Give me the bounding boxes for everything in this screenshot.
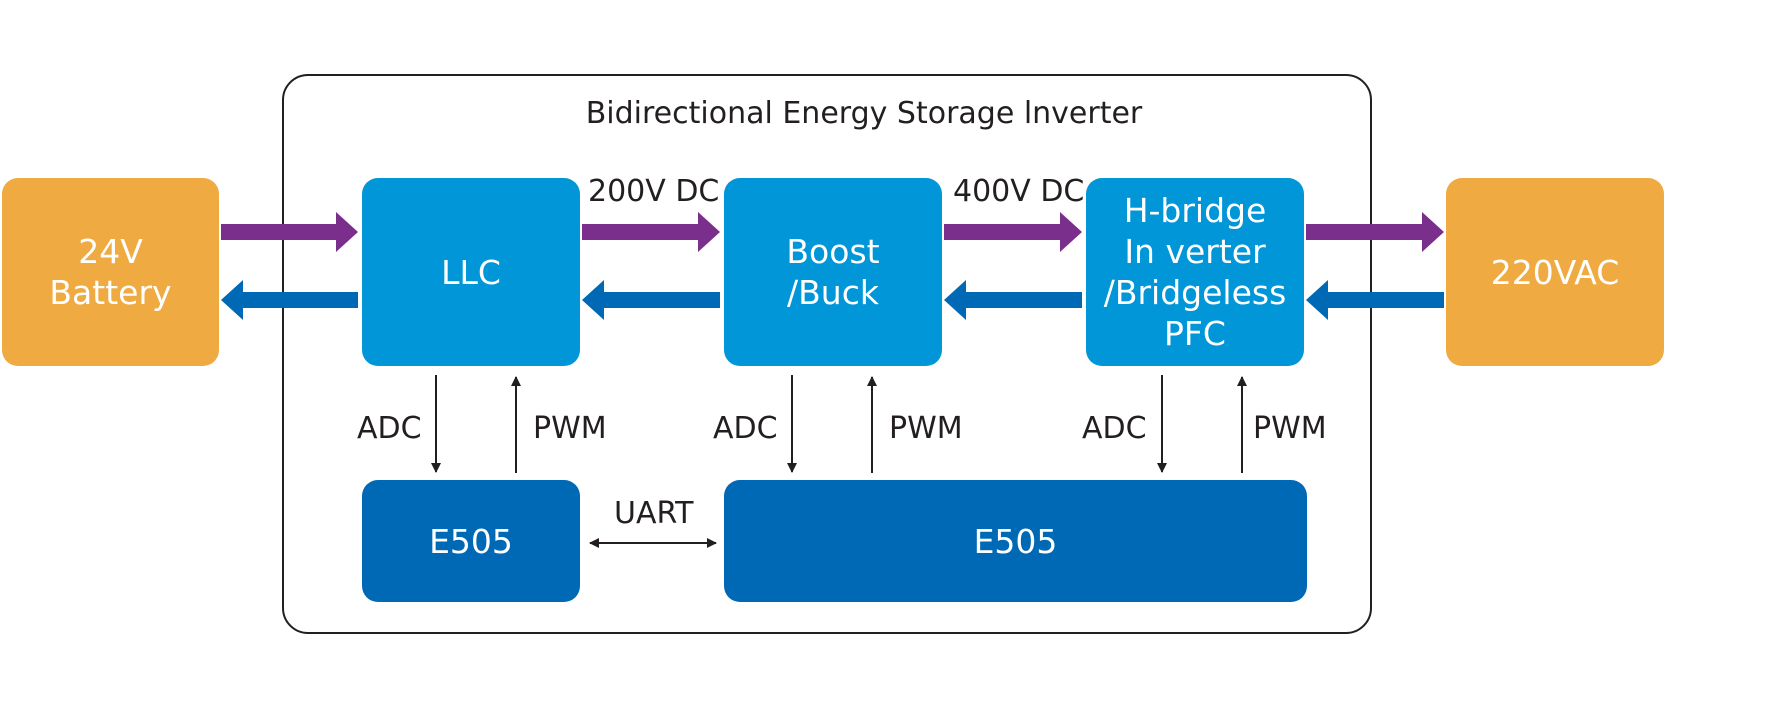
adc-label-hbridge: ADC bbox=[1082, 411, 1147, 446]
inverter-enclosure bbox=[282, 74, 1372, 634]
boost-line-1: Boost bbox=[786, 232, 880, 271]
forward-arrow-llc-boost bbox=[582, 212, 720, 252]
reverse-arrow-hbridge-boost bbox=[944, 280, 1082, 320]
hbridge-line-1: H-bridge bbox=[1123, 191, 1267, 230]
forward-arrow-boost-hbridge bbox=[944, 212, 1082, 252]
forward-arrow-battery-llc bbox=[221, 212, 358, 252]
hbridge-line-4: PFC bbox=[1164, 314, 1226, 353]
adc-label-llc: ADC bbox=[357, 411, 422, 446]
llc-label: LLC bbox=[441, 252, 501, 292]
uart-label: UART bbox=[614, 496, 694, 531]
dc200-label: 200V DC bbox=[588, 174, 720, 209]
boost-line-2: /Buck bbox=[787, 273, 879, 312]
battery-line-1: 24V bbox=[78, 232, 143, 271]
dc400-label: 400V DC bbox=[953, 174, 1085, 209]
ac-grid-block: 220VAC bbox=[1446, 178, 1664, 366]
ac-label: 220VAC bbox=[1490, 252, 1620, 292]
pwm-label-boost: PWM bbox=[889, 411, 963, 446]
boost-buck-block: Boost/Buck bbox=[724, 178, 942, 366]
pwm-label-llc: PWM bbox=[533, 411, 607, 446]
e505-left-block: E505 bbox=[362, 480, 580, 602]
llc-block: LLC bbox=[362, 178, 580, 366]
e505-left-label: E505 bbox=[429, 521, 513, 561]
reverse-arrow-boost-llc bbox=[582, 280, 720, 320]
hbridge-line-2: In verter bbox=[1124, 232, 1266, 271]
e505-right-label: E505 bbox=[973, 521, 1058, 561]
reverse-arrow-ac-hbridge bbox=[1306, 280, 1444, 320]
e505-right-block: E505 bbox=[724, 480, 1307, 602]
diagram-title: Bidirectional Energy Storage lnverter bbox=[585, 96, 1143, 131]
forward-arrow-hbridge-ac bbox=[1306, 212, 1444, 252]
reverse-arrow-llc-battery bbox=[221, 280, 358, 320]
pwm-label-hbridge: PWM bbox=[1253, 411, 1327, 446]
hbridge-line-3: /Bridgeless bbox=[1103, 273, 1287, 312]
battery-line-2: Battery bbox=[49, 273, 172, 312]
adc-label-boost: ADC bbox=[713, 411, 778, 446]
